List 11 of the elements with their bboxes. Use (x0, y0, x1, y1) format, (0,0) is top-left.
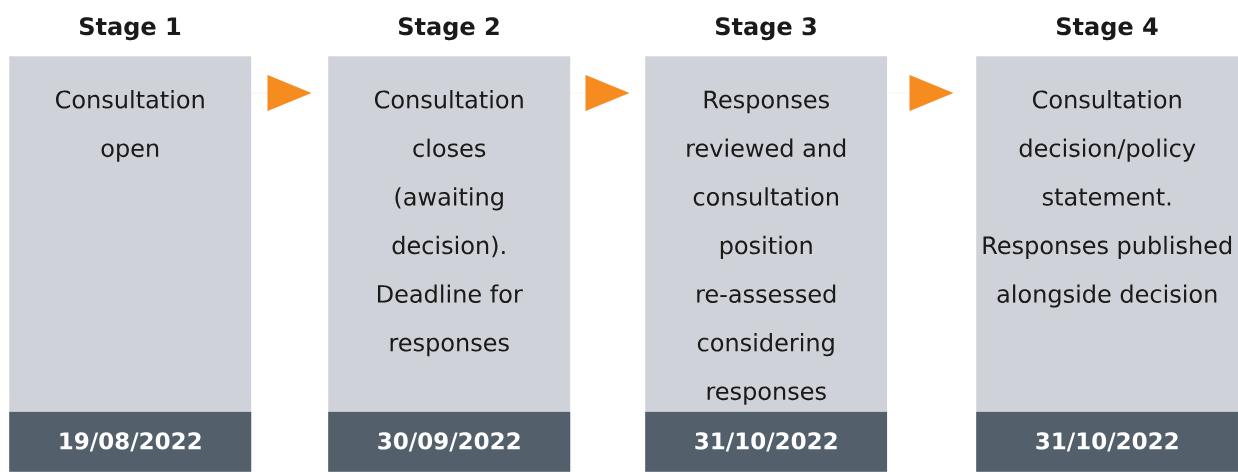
node-label: Stage 4 (1057, 17, 1158, 41)
arrow (887, 75, 954, 111)
arrow (570, 75, 630, 111)
node-label: Stage 3 (716, 17, 816, 41)
arrow (251, 75, 312, 111)
node-label: Stage 2 (399, 17, 499, 41)
date-band: 30/09/2022 (328, 411, 571, 472)
date-band: 31/10/2022 (976, 411, 1238, 472)
date-band: 31/10/2022 (645, 411, 888, 472)
date-band: 19/08/2022 (9, 411, 252, 472)
node-label: Stage 1 (80, 17, 181, 41)
